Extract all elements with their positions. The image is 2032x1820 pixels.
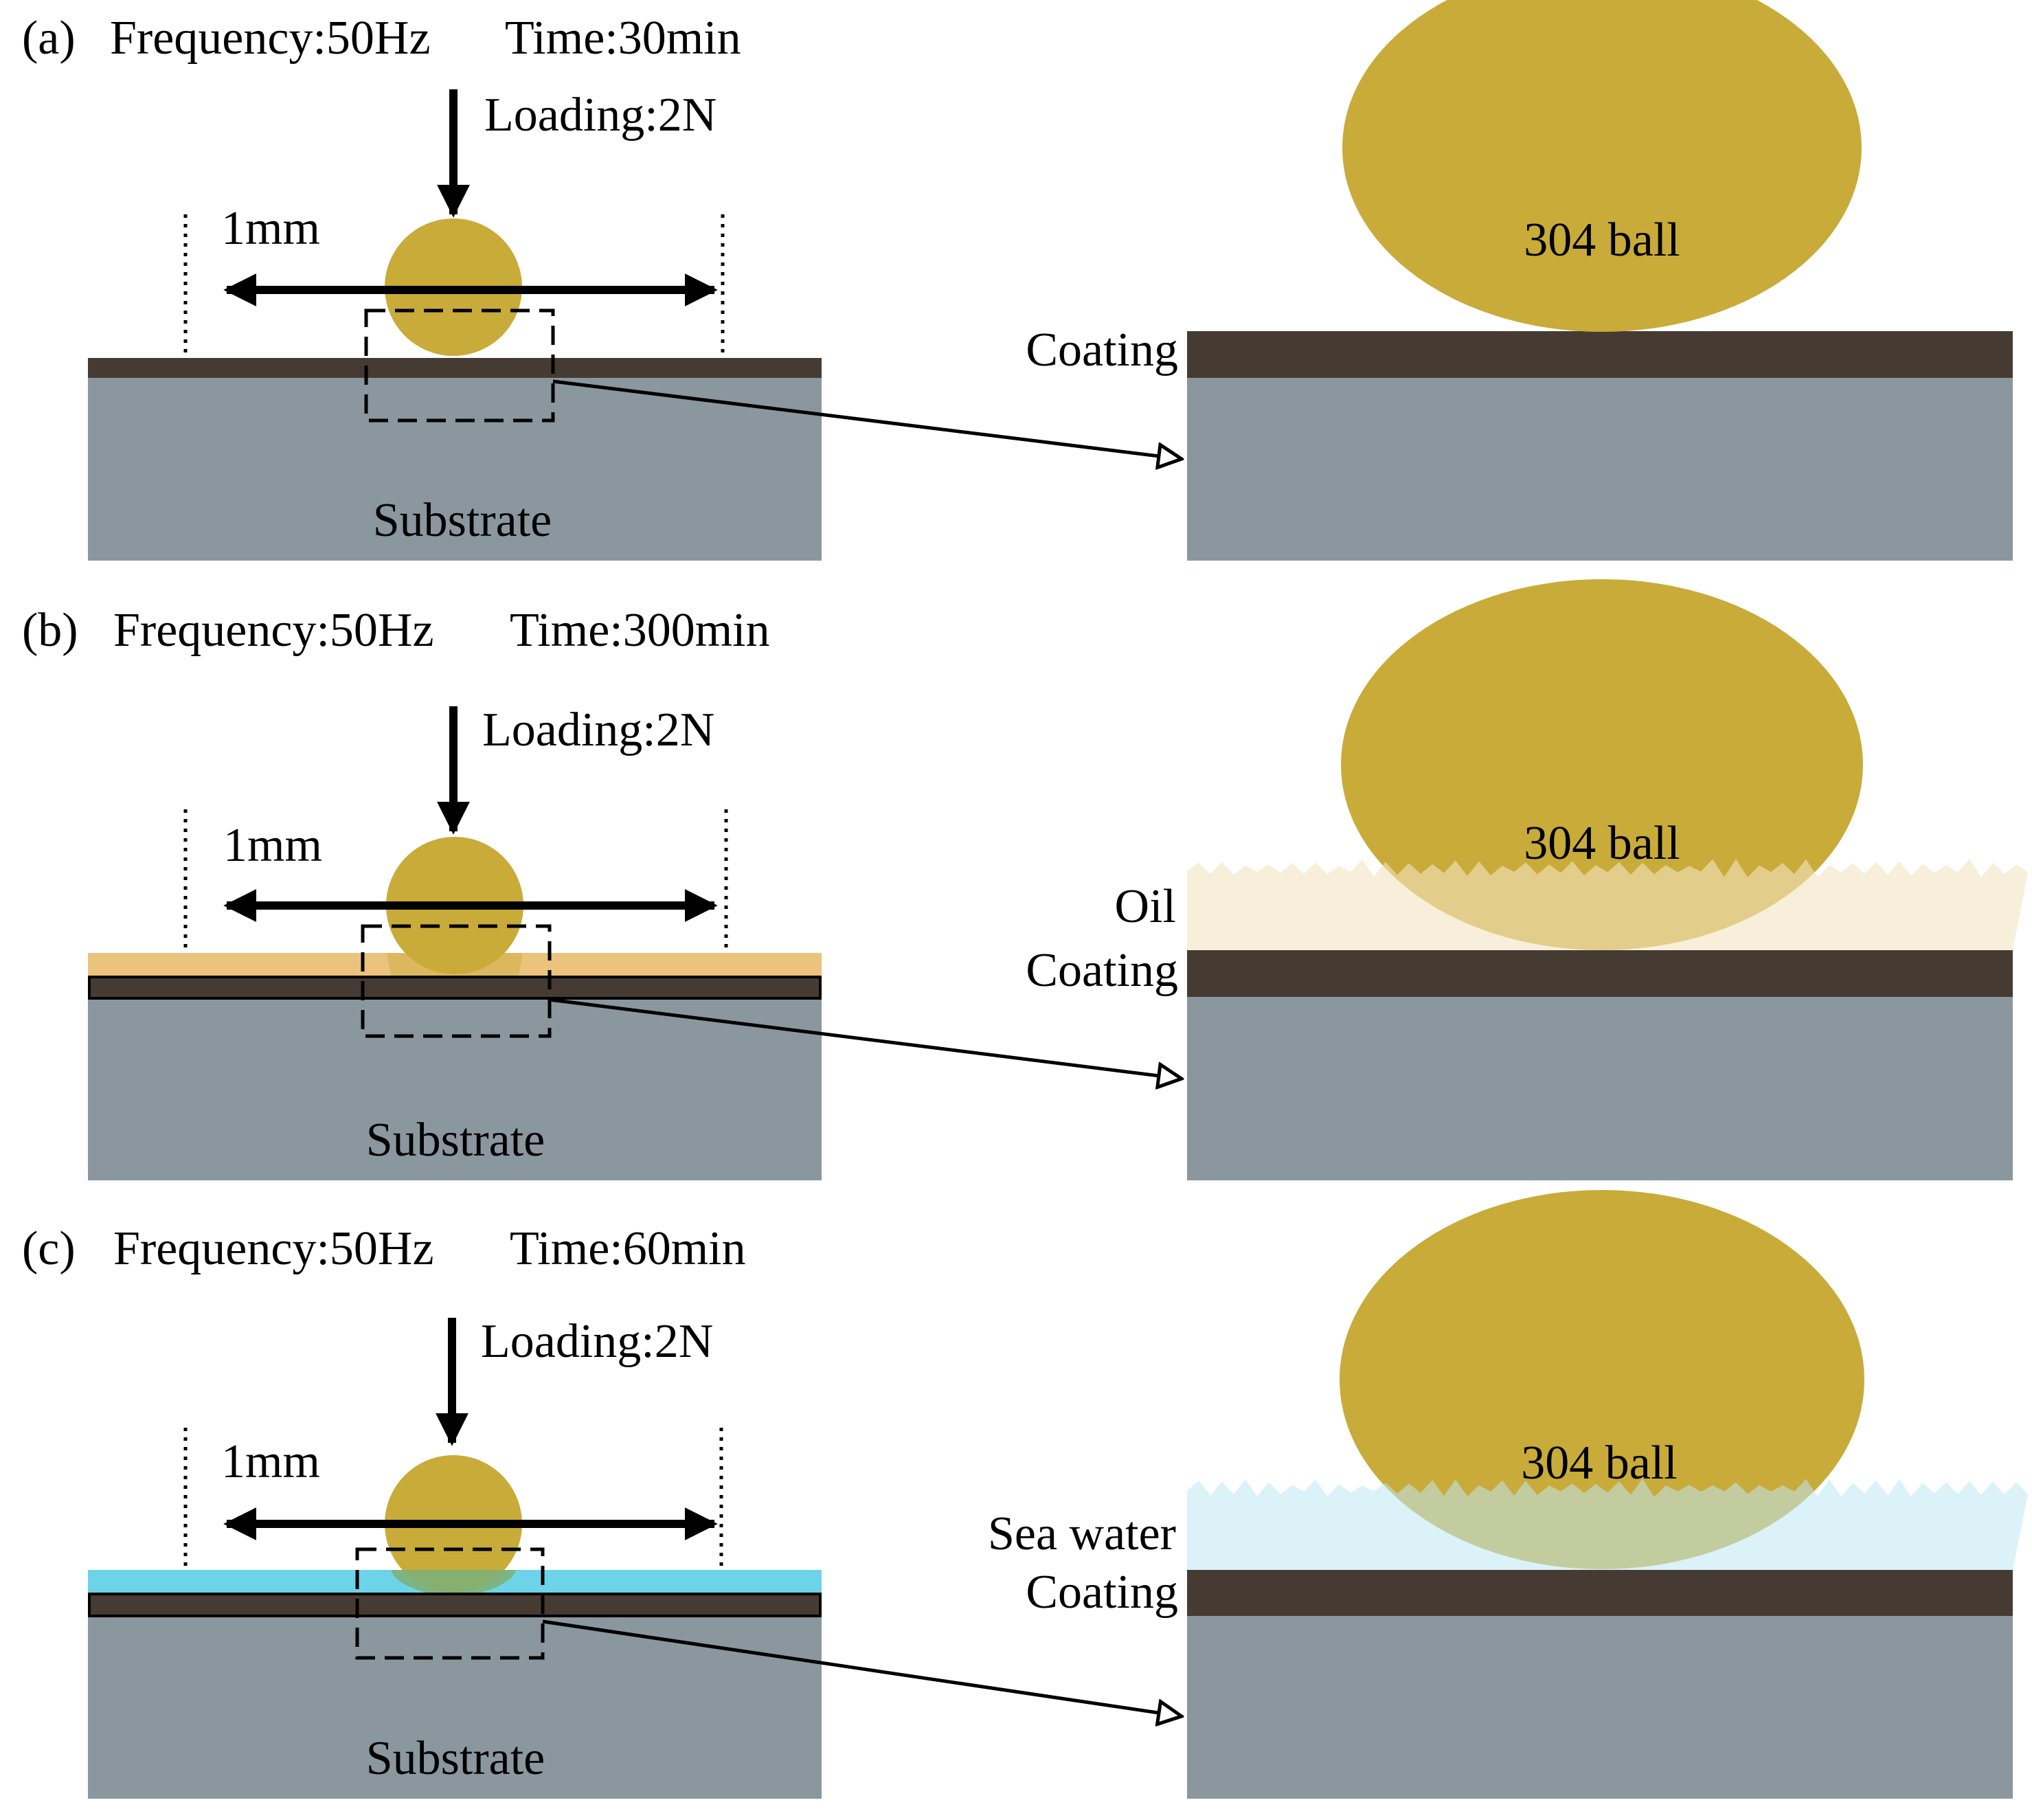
panel-c-ball-in-water [391, 1570, 516, 1593]
panel-b: (b) Frequency:50Hz Time:300min Loading:2… [22, 579, 2028, 1180]
panel-a-zoom-box [364, 308, 555, 423]
panel-c-substrate-label: Substrate [366, 1732, 545, 1785]
panel-c-zoom-ball-label: 304 ball [1521, 1437, 1677, 1490]
panel-b-time: Time:300min [510, 604, 770, 657]
panel-a-substrate-label: Substrate [373, 494, 552, 547]
panel-b-zoom-ball [1341, 579, 1863, 950]
panel-b-zoom-oil-label: Oil [1115, 880, 1176, 933]
panel-a-zoom-ball-label: 304 ball [1524, 214, 1680, 267]
panel-a-zoom-coating-label: Coating [1026, 324, 1178, 377]
panel-b-ball-in-oil [387, 953, 523, 976]
panel-c-zoom-box [355, 1547, 545, 1660]
panel-b-substrate [88, 998, 822, 1180]
panel-b-loading-label: Loading:2N [482, 704, 714, 756]
panel-a-zoom-substrate [1187, 377, 2013, 561]
panel-b-zoom-coating-label: Coating [1026, 944, 1178, 997]
panel-b-substrate-label: Substrate [366, 1114, 545, 1167]
panel-b-letter: (b) [22, 604, 78, 657]
panel-c-loading-label: Loading:2N [481, 1315, 713, 1368]
panel-c-zoom-sea-water-layer [1187, 1479, 2028, 1570]
panel-a-substrate [88, 378, 822, 561]
panel-b-coating-layer [88, 976, 822, 1000]
panel-a-zoom-arrow [552, 379, 1182, 459]
panel-b-zoom-box [361, 924, 552, 1038]
panel-c-zoom-coating-label: Coating [1026, 1566, 1178, 1619]
panel-b-zoom-coating-layer [1187, 950, 2013, 997]
panel-a-coating-layer [88, 358, 822, 378]
panel-c: (c) Frequency:50Hz Time:60min Loading:2N… [22, 1190, 2028, 1799]
panel-c-zoom-sea-water-label: Sea water [988, 1507, 1176, 1560]
panel-c-zoom-coating-layer [1187, 1570, 2013, 1616]
panel-c-time: Time:60min [510, 1222, 746, 1275]
panel-a: (a) Frequency:50Hz Time:30min Loading:2N… [22, 0, 2013, 561]
panel-a-stroke-label: 1mm [221, 202, 320, 255]
panel-b-stroke-label: 1mm [223, 819, 322, 872]
panel-b-zoom-ball-label: 304 ball [1524, 817, 1680, 870]
panel-c-zoom-ball [1340, 1190, 1864, 1569]
panel-c-frequency: Frequency:50Hz [113, 1222, 434, 1275]
panel-a-zoom-coating-layer [1187, 331, 2013, 378]
panel-c-zoom-substrate [1187, 1616, 2013, 1799]
panel-a-frequency: Frequency:50Hz [110, 12, 431, 65]
panel-a-zoom-ball [1342, 0, 1862, 332]
panel-b-zoom-arrow [549, 998, 1182, 1079]
panel-a-loading-label: Loading:2N [484, 89, 716, 142]
panel-c-stroke-label: 1mm [221, 1435, 320, 1488]
panel-a-time: Time:30min [505, 12, 741, 65]
panel-c-coating-layer [88, 1593, 822, 1617]
panel-c-zoom-arrow [542, 1619, 1182, 1716]
panel-c-letter: (c) [22, 1222, 76, 1275]
panel-b-frequency: Frequency:50Hz [113, 604, 434, 657]
panel-b-zoom-oil-layer [1187, 859, 2028, 950]
panel-b-zoom-substrate [1187, 996, 2013, 1180]
panel-a-letter: (a) [22, 12, 76, 65]
